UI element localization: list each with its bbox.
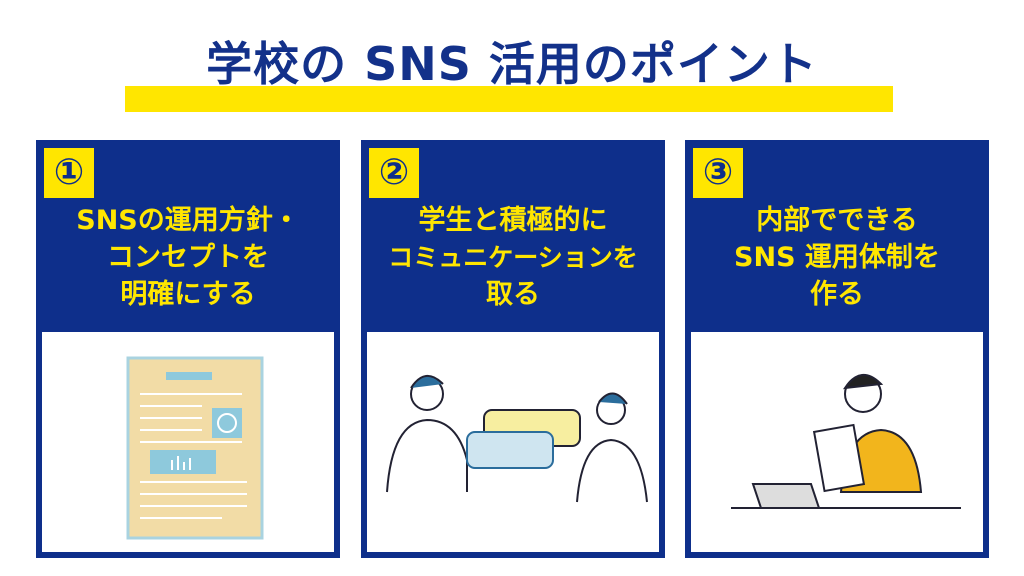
heading-line: 学生と積極的に	[418, 205, 608, 236]
document-illustration	[42, 332, 334, 552]
card-heading: 内部でできる SNS 運用体制を 作る	[685, 202, 989, 332]
card-heading: SNSの運用方針・ コンセプトを 明確にする	[36, 202, 340, 332]
heading-line: コミュニケーションを	[388, 243, 638, 272]
point-card-1: ① SNSの運用方針・ コンセプトを 明確にする	[36, 140, 340, 558]
page-title: 学校の SNS 活用のポイント	[206, 37, 818, 91]
card-number: ②	[369, 148, 419, 198]
heading-line: コンセプトを	[107, 242, 269, 273]
heading-line: 内部でできる	[756, 205, 918, 236]
point-card-2: ② 学生と積極的に コミュニケーションを 取る	[361, 140, 665, 558]
point-card-3: ③ 内部でできる SNS 運用体制を 作る	[685, 140, 989, 558]
heading-line: SNSの運用方針・	[76, 205, 300, 236]
heading-line: 作る	[810, 279, 864, 310]
businessman-illustration	[691, 332, 983, 552]
card-heading: 学生と積極的に コミュニケーションを 取る	[361, 202, 665, 332]
card-number: ③	[693, 148, 743, 198]
title-highlight	[125, 86, 893, 112]
heading-line: 明確にする	[120, 279, 256, 310]
heading-line: SNS 運用体制を	[734, 242, 940, 273]
conversation-illustration	[367, 332, 659, 552]
heading-line: 取る	[486, 279, 540, 310]
card-number: ①	[44, 148, 94, 198]
